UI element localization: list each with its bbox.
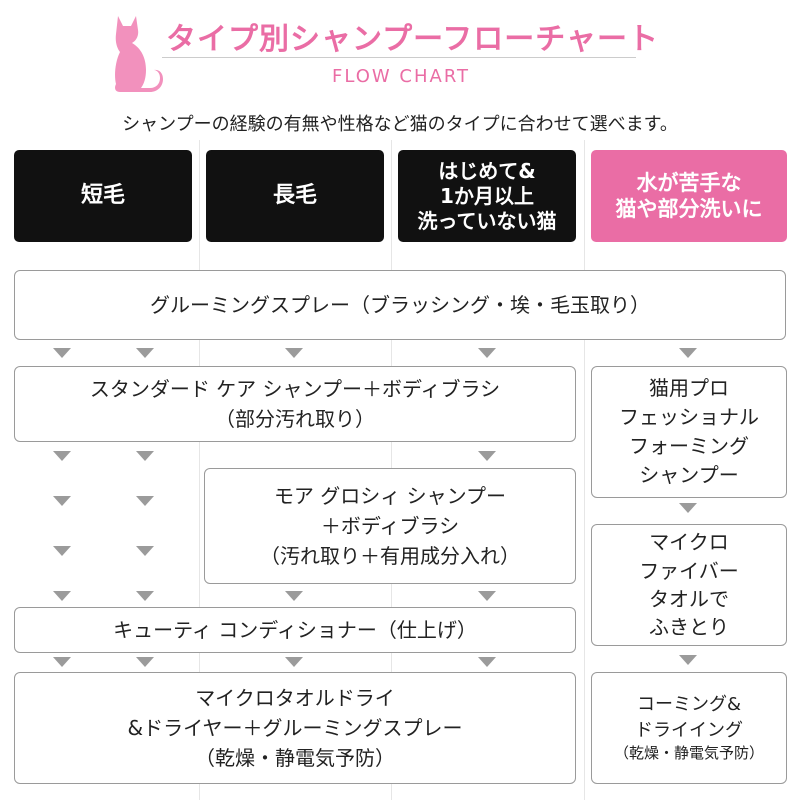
step-label-line: （乾燥・静電気予防） <box>195 746 395 770</box>
flow-arrow-icon <box>53 657 71 667</box>
flow-arrow-icon <box>136 591 154 601</box>
step-label-line: スタンダード ケア シャンプー＋ボディブラシ <box>89 377 501 401</box>
type-label-line: 水が苦手な <box>636 170 742 195</box>
step-label-line: ドライイング <box>635 719 743 741</box>
step-towel-dryer: マイクロタオルドライ &ドライヤー＋グルーミングスプレー （乾燥・静電気予防） <box>14 672 576 784</box>
column-guide-line <box>199 140 200 800</box>
flow-arrow-icon <box>136 657 154 667</box>
type-label-line: 1か月以上 <box>440 183 534 208</box>
type-label-line: 猫や部分洗いに <box>615 197 763 221</box>
flow-arrow-icon <box>679 655 697 665</box>
flow-arrow-icon <box>478 657 496 667</box>
type-label-line: 洗っていない猫 <box>417 208 557 233</box>
flow-arrow-icon <box>136 451 154 461</box>
flow-arrow-icon <box>136 546 154 556</box>
step-label-line: グルーミングスプレー（ブラッシング・埃・毛玉取り） <box>150 293 650 317</box>
step-sub-label: （乾燥・静電気予防） <box>613 743 764 762</box>
step-label-line: モア グロシィ シャンプー <box>273 484 507 508</box>
step-label-line: タオルで <box>649 587 729 611</box>
step-label-line: （部分汚れ取り） <box>215 407 375 431</box>
flow-arrow-icon <box>53 591 71 601</box>
cat-silhouette-icon <box>115 16 163 92</box>
step-grooming-spray: グルーミングスプレー（ブラッシング・埃・毛玉取り） <box>14 270 786 340</box>
flow-arrow-icon <box>136 348 154 358</box>
step-label-line: 猫用プロ <box>649 376 729 400</box>
step-label-line: ファイバー <box>639 558 739 583</box>
flow-arrow-icon <box>285 591 303 601</box>
flow-arrow-icon <box>679 348 697 358</box>
step-microfiber-towel: マイクロ ファイバー タオルで ふきとり <box>591 524 787 646</box>
page-subtitle: FLOW CHART <box>331 66 471 87</box>
step-label-line: マイクロタオルドライ <box>195 686 395 710</box>
step-label-line: キューティ コンディショナー（仕上げ） <box>113 618 477 642</box>
step-standard-care-shampoo: スタンダード ケア シャンプー＋ボディブラシ （部分汚れ取り） <box>14 366 576 442</box>
flow-arrow-icon <box>478 348 496 358</box>
step-cutie-conditioner: キューティ コンディショナー（仕上げ） <box>14 607 576 653</box>
intro-text: シャンプーの経験の有無や性格など猫のタイプに合わせて選べます。 <box>122 114 678 135</box>
type-long-hair: 長毛 <box>206 150 384 242</box>
flow-arrow-icon <box>53 451 71 461</box>
step-label-line: マイクロ <box>649 530 729 555</box>
page-title: タイプ別シャンプーフローチャート <box>166 22 659 57</box>
flow-arrow-icon <box>53 496 71 506</box>
step-pro-foaming-shampoo: 猫用プロ フェッショナル フォーミング シャンプー <box>591 366 787 498</box>
flow-arrow-icon <box>478 451 496 461</box>
type-label-line: はじめて& <box>438 158 536 183</box>
flow-arrow-icon <box>53 348 71 358</box>
step-label-line: ふきとり <box>649 615 729 640</box>
step-label-line: フォーミング <box>629 434 749 458</box>
flow-arrow-icon <box>285 657 303 667</box>
step-label-line: &ドライヤー＋グルーミングスプレー <box>127 716 463 740</box>
flow-arrow-icon <box>136 496 154 506</box>
step-label-line: シャンプー <box>639 463 739 487</box>
type-label-line: 長毛 <box>272 183 317 209</box>
flow-arrow-icon <box>679 503 697 513</box>
flow-arrow-icon <box>53 546 71 556</box>
step-more-glossy-shampoo: モア グロシィ シャンプー ＋ボディブラシ （汚れ取り＋有用成分入れ） <box>204 468 576 584</box>
type-label-line: 短毛 <box>80 183 125 209</box>
step-label-line: ＋ボディブラシ <box>320 514 460 538</box>
step-label-line: フェッショナル <box>619 405 759 429</box>
step-label-line: コーミング& <box>636 694 742 716</box>
title-divider <box>162 57 636 58</box>
type-short-hair: 短毛 <box>14 150 192 242</box>
step-combing-drying: コーミング& ドライイング （乾燥・静電気予防） <box>591 672 787 784</box>
step-label-line: （汚れ取り＋有用成分入れ） <box>260 544 520 568</box>
type-water-averse: 水が苦手な 猫や部分洗いに <box>591 150 787 242</box>
column-guide-line <box>584 140 585 800</box>
flow-arrow-icon <box>285 348 303 358</box>
type-first-time: はじめて& 1か月以上 洗っていない猫 <box>398 150 576 242</box>
flow-arrow-icon <box>478 591 496 601</box>
